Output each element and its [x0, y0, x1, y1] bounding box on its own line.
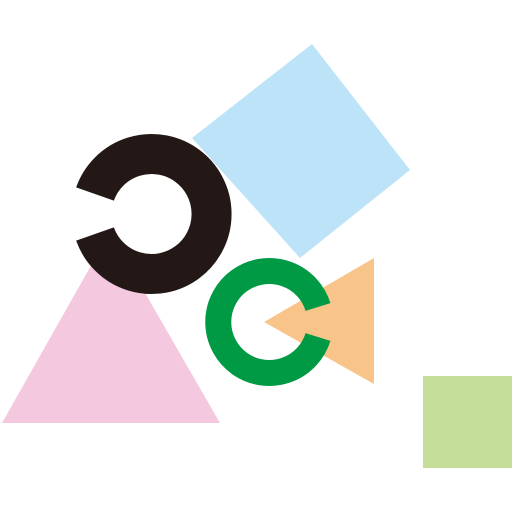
green-square-shape — [423, 376, 512, 468]
black-ring-shape — [76, 134, 232, 294]
green-ring-shape — [205, 258, 331, 386]
blue-diamond-shape — [192, 44, 410, 258]
orange-triangle-shape — [264, 258, 374, 384]
pink-triangle-shape — [2, 232, 220, 423]
